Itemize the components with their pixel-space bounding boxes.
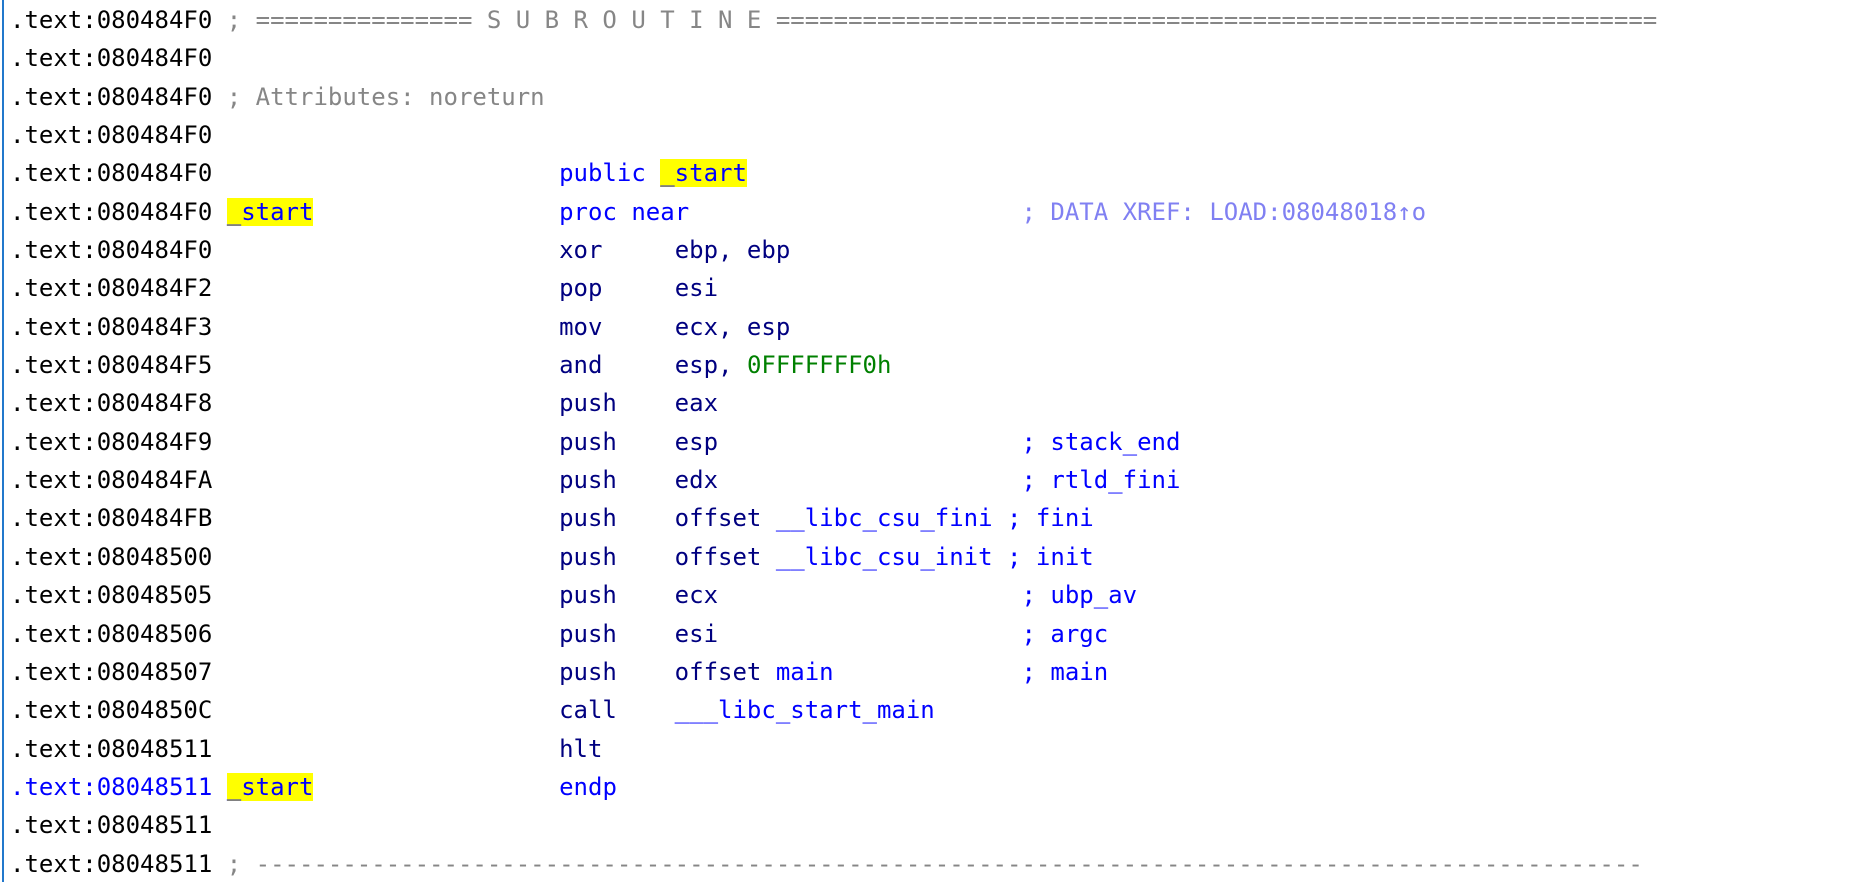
separator-comment: ; --------------------------------------… — [226, 849, 1643, 878]
symbol-libc-csu-fini[interactable]: __libc_csu_fini — [775, 504, 993, 533]
symbol-start[interactable]: _start — [660, 159, 747, 188]
operand[interactable]: ecx — [674, 581, 719, 610]
keyword-endp[interactable]: endp — [559, 772, 617, 801]
mnemonic[interactable]: pop — [559, 274, 603, 303]
mnemonic[interactable]: push — [559, 466, 617, 495]
address-label[interactable]: .text:080484F5 — [10, 351, 213, 380]
operand[interactable]: esi — [674, 619, 719, 648]
auto-comment: ; argc — [1021, 619, 1109, 648]
asm-line: .text:080484F0 public _start — [10, 154, 1865, 192]
asm-line: .text:080484FA push edx ; rtld_fini — [10, 461, 1865, 499]
address-label[interactable]: .text:08048511 — [10, 734, 213, 763]
asm-line: .text:080484F2 pop esi — [10, 269, 1865, 307]
keyword-offset[interactable]: offset — [674, 504, 762, 533]
asm-line: .text:080484F0 — [10, 116, 1865, 154]
number-literal[interactable]: 0FFFFFFF0h — [746, 351, 892, 380]
asm-line: .text:080484F0 ; =============== S U B R… — [10, 1, 1865, 39]
asm-line: .text:080484F0 xor ebp, ebp — [10, 231, 1865, 269]
mnemonic[interactable]: push — [559, 657, 617, 686]
operand[interactable]: esp — [674, 427, 719, 456]
address-label[interactable]: .text:080484F8 — [10, 389, 213, 418]
keyword-public[interactable]: public — [559, 159, 646, 188]
address-label[interactable]: .text:080484F0 — [10, 236, 213, 265]
symbol-start[interactable]: _start — [226, 772, 314, 801]
symbol-libc-start-main[interactable]: ___libc_start_main — [674, 696, 935, 725]
address-label[interactable]: .text:080484F0 — [10, 159, 213, 188]
keyword-offset[interactable]: offset — [674, 657, 762, 686]
auto-comment: ; fini — [1007, 504, 1094, 533]
subroutine-banner-comment: ; =============== S U B R O U T I N E ==… — [226, 6, 1658, 34]
asm-line: .text:08048500 push offset __libc_csu_in… — [10, 538, 1865, 576]
symbol-main[interactable]: main — [775, 657, 834, 686]
mnemonic[interactable]: call — [559, 696, 617, 725]
asm-line: .text:08048511 hlt — [10, 730, 1865, 768]
asm-line: .text:080484F3 mov ecx, esp — [10, 308, 1865, 346]
address-label[interactable]: .text:080484F9 — [10, 427, 213, 456]
symbol-libc-csu-init[interactable]: __libc_csu_init — [775, 542, 993, 571]
asm-line: .text:080484F9 push esp ; stack_end — [10, 423, 1865, 461]
operand[interactable]: ecx, esp — [674, 312, 791, 341]
address-label[interactable]: .text:080484F3 — [10, 312, 213, 341]
mnemonic[interactable]: push — [559, 427, 617, 456]
auto-comment: ; stack_end — [1021, 427, 1181, 456]
mnemonic[interactable]: push — [559, 542, 617, 571]
mnemonic[interactable]: mov — [559, 312, 603, 341]
asm-line: .text:080484F5 and esp, 0FFFFFFF0h — [10, 346, 1865, 384]
mnemonic[interactable]: hlt — [559, 734, 603, 763]
mnemonic[interactable]: xor — [559, 236, 603, 265]
asm-line: .text:08048511 ; -----------------------… — [10, 845, 1865, 883]
operand[interactable]: esi — [674, 274, 719, 303]
address-label[interactable]: .text:080484F0 — [10, 82, 213, 111]
mnemonic[interactable]: push — [559, 619, 617, 648]
auto-comment: ; main — [1021, 657, 1109, 686]
address-label[interactable]: .text:080484F0 — [10, 197, 213, 226]
auto-comment: ; init — [1007, 542, 1094, 571]
address-label[interactable]: .text:0804850C — [10, 696, 213, 725]
symbol-start[interactable]: _start — [226, 197, 314, 226]
mnemonic[interactable]: and — [559, 351, 603, 380]
mnemonic[interactable]: push — [559, 581, 617, 610]
address-label[interactable]: .text:08048511 — [10, 849, 213, 878]
operand[interactable]: ebp, ebp — [674, 236, 791, 265]
xref-comment[interactable]: ; DATA XREF: LOAD:08048018↑o — [1021, 197, 1427, 226]
address-label[interactable]: .text:080484FB — [10, 504, 213, 533]
address-label[interactable]: .text:08048506 — [10, 619, 213, 648]
address-label[interactable]: .text:08048511 — [10, 811, 213, 840]
asm-line: .text:08048507 push offset main ; main — [10, 653, 1865, 691]
auto-comment: ; rtld_fini — [1021, 466, 1181, 495]
address-label-current[interactable]: .text:08048511 — [10, 772, 213, 801]
asm-line: .text:0804850C call ___libc_start_main — [10, 691, 1865, 729]
mnemonic[interactable]: push — [559, 389, 617, 418]
keyword-offset[interactable]: offset — [674, 542, 762, 571]
asm-line: .text:08048506 push esi ; argc — [10, 615, 1865, 653]
address-label[interactable]: .text:080484F2 — [10, 274, 213, 303]
asm-line: .text:08048511 _start endp — [10, 768, 1865, 806]
asm-line: .text:080484F0 _start proc near ; DATA X… — [10, 193, 1865, 231]
asm-line: .text:08048505 push ecx ; ubp_av — [10, 576, 1865, 614]
address-label[interactable]: .text:080484FA — [10, 466, 213, 495]
address-label[interactable]: .text:080484F0 — [10, 121, 213, 150]
mnemonic[interactable]: push — [559, 504, 617, 533]
address-label[interactable]: .text:08048507 — [10, 657, 213, 686]
operand[interactable]: edx — [674, 466, 719, 495]
asm-line: .text:080484F0 — [10, 39, 1865, 77]
operand[interactable]: eax — [674, 389, 719, 418]
asm-line: .text:080484F0 ; Attributes: noreturn — [10, 78, 1865, 116]
auto-comment: ; ubp_av — [1021, 581, 1138, 610]
address-label[interactable]: .text:08048505 — [10, 581, 213, 610]
asm-line: .text:080484FB push offset __libc_csu_fi… — [10, 499, 1865, 537]
asm-line: .text:08048511 — [10, 806, 1865, 844]
address-label[interactable]: .text:08048500 — [10, 542, 213, 571]
address-label[interactable]: .text:080484F0 — [10, 44, 213, 73]
address-label[interactable]: .text:080484F0 — [10, 6, 213, 34]
keyword-proc-near[interactable]: proc near — [559, 197, 690, 226]
attributes-comment: ; Attributes: noreturn — [226, 82, 545, 111]
operand[interactable]: esp, — [674, 351, 747, 380]
asm-line: .text:080484F8 push eax — [10, 384, 1865, 422]
